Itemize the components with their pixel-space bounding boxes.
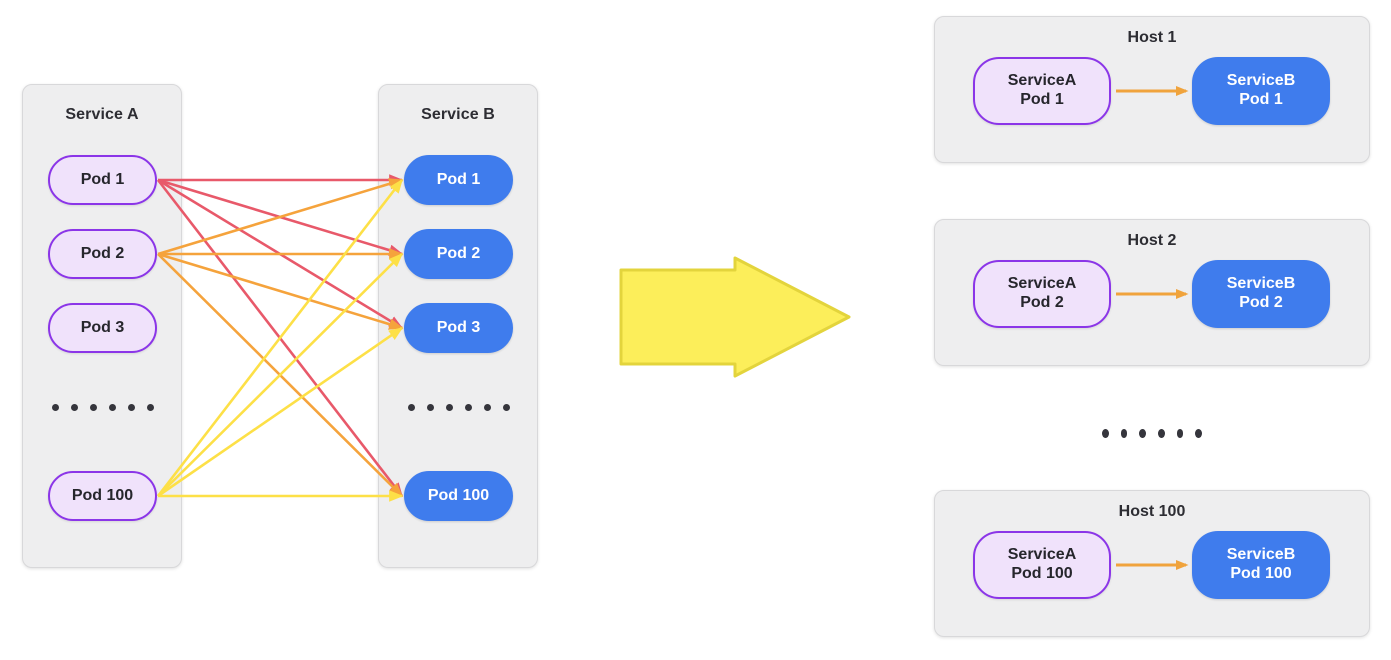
link-pod100-to-pod1 bbox=[156, 178, 404, 497]
service-b-title: Service B bbox=[421, 106, 495, 123]
link-pod2-to-pod100 bbox=[157, 253, 404, 498]
service-b-pod-100[interactable]: Pod 100 bbox=[404, 471, 513, 521]
service-b-pod-2[interactable]: Pod 2 bbox=[404, 229, 513, 279]
service-b-pod-1[interactable]: Pod 1 bbox=[404, 155, 513, 205]
host-1-source-line2: Pod 1 bbox=[1020, 91, 1064, 108]
host-100-source-line1: ServiceA bbox=[1007, 546, 1077, 564]
link-pod2-to-pod3 bbox=[157, 252, 404, 330]
service-b-pod-3[interactable]: Pod 3 bbox=[404, 303, 513, 353]
host-2-target-pod[interactable]: ServiceB Pod 2 bbox=[1192, 260, 1330, 328]
ellipsis-dot bbox=[1195, 428, 1203, 438]
link-pod1-to-pod3 bbox=[157, 178, 404, 330]
ellipsis-dot bbox=[127, 403, 135, 411]
ellipsis-dot bbox=[108, 403, 116, 411]
service-a-pod-3[interactable]: Pod 3 bbox=[48, 303, 157, 353]
host-100-target-line1: ServiceB bbox=[1226, 546, 1296, 564]
host-2-source-line1: ServiceA bbox=[1007, 275, 1077, 293]
ellipsis-dot bbox=[1176, 428, 1184, 438]
host-1-target-line1: ServiceB bbox=[1226, 72, 1296, 90]
ellipsis-dot bbox=[483, 403, 491, 411]
ellipsis-dot bbox=[502, 403, 510, 411]
service-b-ellipsis bbox=[404, 398, 513, 416]
service-a-pod-100[interactable]: Pod 100 bbox=[48, 471, 157, 521]
host-1-target-line2: Pod 1 bbox=[1239, 91, 1283, 108]
ellipsis-dot bbox=[89, 403, 97, 411]
host-1-title: Host 1 bbox=[1127, 29, 1177, 46]
hosts-ellipsis bbox=[1101, 424, 1203, 442]
service-a-ellipsis bbox=[48, 398, 157, 416]
ellipsis-dot bbox=[445, 403, 453, 411]
host-1-source-line1: ServiceA bbox=[1007, 72, 1077, 90]
host-100-source-line2: Pod 100 bbox=[1011, 565, 1073, 582]
ellipsis-dot bbox=[70, 403, 78, 411]
link-pod2-to-pod1 bbox=[157, 178, 404, 256]
link-pod100-to-pod2 bbox=[157, 252, 404, 497]
ellipsis-dot bbox=[146, 403, 154, 411]
service-a-pod-1[interactable]: Pod 1 bbox=[48, 155, 157, 205]
host-100-source-pod[interactable]: ServiceA Pod 100 bbox=[973, 531, 1111, 599]
ellipsis-dot bbox=[1158, 428, 1165, 438]
host-100-target-line2: Pod 100 bbox=[1230, 565, 1292, 582]
ellipsis-dot bbox=[407, 403, 415, 411]
ellipsis-dot bbox=[51, 403, 59, 411]
ellipsis-dot bbox=[1120, 428, 1128, 438]
link-pod1-to-pod2 bbox=[157, 178, 404, 256]
host-2-source-line2: Pod 2 bbox=[1020, 294, 1064, 311]
ellipsis-dot bbox=[1101, 428, 1109, 438]
host-2-title: Host 2 bbox=[1127, 232, 1177, 249]
host-2-target-line1: ServiceB bbox=[1226, 275, 1296, 293]
link-pod1-to-pod100 bbox=[156, 179, 404, 498]
host-2-source-pod[interactable]: ServiceA Pod 2 bbox=[973, 260, 1111, 328]
ellipsis-dot bbox=[464, 403, 472, 411]
link-pod100-to-pod3 bbox=[157, 326, 404, 498]
host-1-source-pod[interactable]: ServiceA Pod 1 bbox=[973, 57, 1111, 125]
host-100-title: Host 100 bbox=[1118, 503, 1186, 520]
ellipsis-dot bbox=[1139, 428, 1146, 438]
ellipsis-dot bbox=[426, 403, 434, 411]
host-2-target-line2: Pod 2 bbox=[1239, 294, 1283, 311]
service-a-title: Service A bbox=[65, 106, 139, 123]
service-a-pod-2[interactable]: Pod 2 bbox=[48, 229, 157, 279]
host-1-target-pod[interactable]: ServiceB Pod 1 bbox=[1192, 57, 1330, 125]
host-100-target-pod[interactable]: ServiceB Pod 100 bbox=[1192, 531, 1330, 599]
